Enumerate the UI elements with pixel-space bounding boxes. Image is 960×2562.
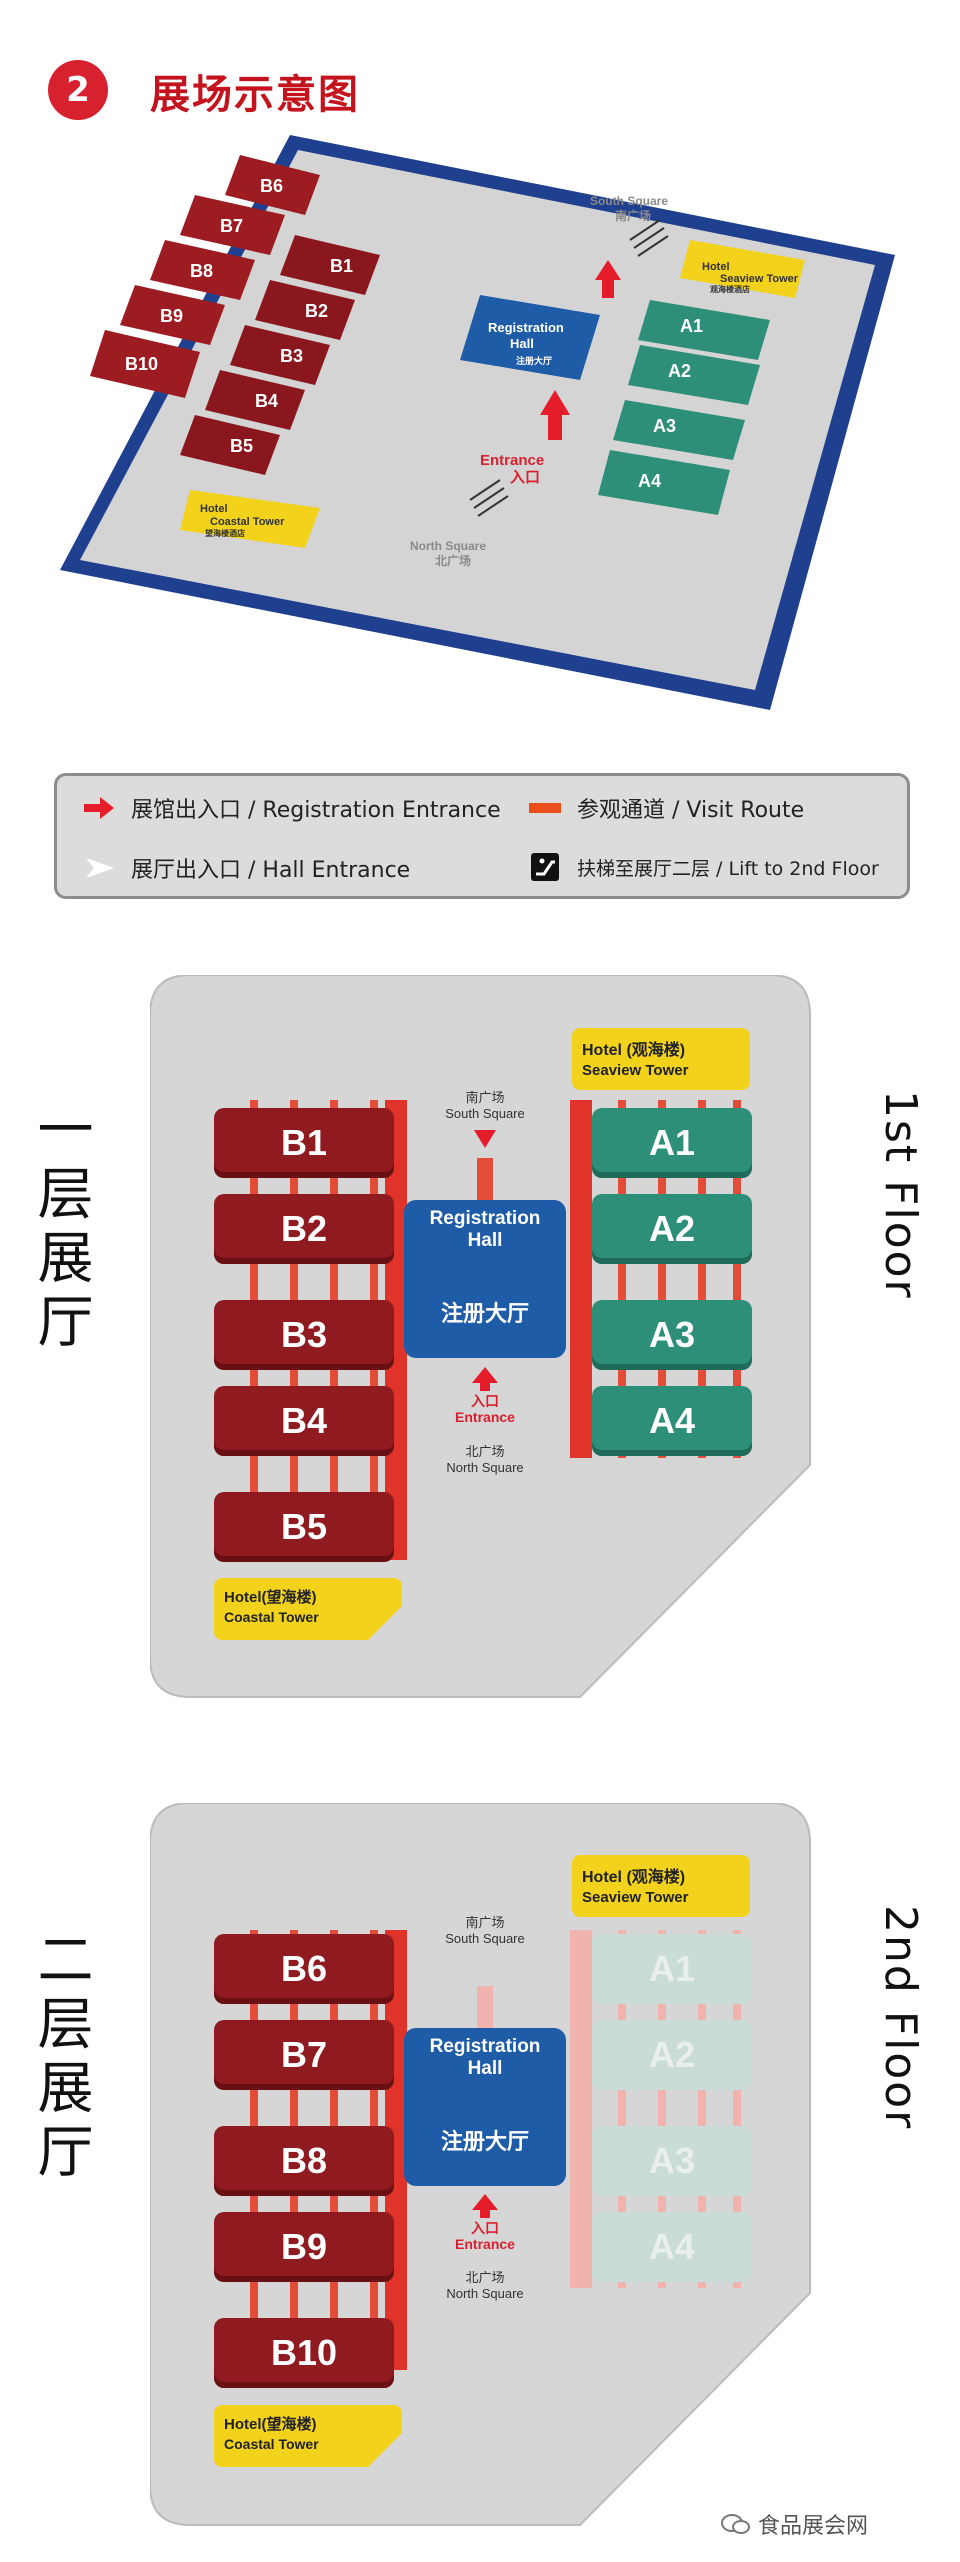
floor1-a-connectors bbox=[570, 1100, 741, 1458]
overview-label-b10: B10 bbox=[125, 354, 158, 374]
overview-north-square-cn: 北广场 bbox=[435, 553, 471, 568]
floor2-registration-hall[interactable]: Registration Hall 注册大厅 bbox=[404, 2028, 566, 2186]
floor1-hall-a1[interactable]: A1 bbox=[592, 1108, 752, 1178]
overview-label-a1: A1 bbox=[680, 316, 703, 336]
overview-entrance-arrow bbox=[540, 390, 570, 440]
floor1-hall-b3[interactable]: B3 bbox=[214, 1300, 394, 1370]
floor2-entrance-arrow-icon bbox=[472, 2194, 498, 2218]
overview-reg-line2: Hall bbox=[510, 336, 534, 351]
section-number-badge: 2 bbox=[48, 60, 108, 120]
overview-label-a4: A4 bbox=[638, 471, 661, 491]
floor2-side-label-en: 2nd Floor bbox=[875, 1905, 926, 2131]
overview-hotel-coastal-cn: 望海楼酒店 bbox=[205, 528, 245, 538]
floor2-south-path bbox=[477, 1986, 493, 2028]
overview-south-square-en: South Square bbox=[590, 194, 668, 208]
white-arrow-icon bbox=[81, 853, 117, 883]
overview-escalator-icons bbox=[469, 219, 669, 517]
chat-icon bbox=[721, 2514, 750, 2534]
overview-label-b3: B3 bbox=[280, 346, 303, 366]
floor1-hall-a2[interactable]: A2 bbox=[592, 1194, 752, 1264]
floor1-hall-b1[interactable]: B1 bbox=[214, 1108, 394, 1178]
overview-hotel-coastal-line2: Coastal Tower bbox=[210, 516, 285, 528]
overview-north-square-en: North Square bbox=[410, 539, 486, 553]
floor2-hall-a3: A3 bbox=[592, 2126, 752, 2196]
floor1-south-path bbox=[477, 1158, 493, 1200]
overview-south-square-cn: 南广场 bbox=[615, 208, 651, 223]
overview-registration-hall bbox=[460, 295, 600, 380]
floor2-a-connectors bbox=[570, 1930, 741, 2288]
overview-b-halls-front bbox=[180, 235, 380, 475]
overview-hotel-seaview-line2: Seaview Tower bbox=[720, 273, 799, 285]
floor2-hall-a2: A2 bbox=[592, 2020, 752, 2090]
overview-reg-line1: Registration bbox=[488, 320, 564, 335]
floor2-hotel-coastal: Hotel(望海楼) Coastal Tower bbox=[214, 2405, 402, 2467]
overview-label-b9: B9 bbox=[160, 306, 183, 326]
legend: 展馆出入口 / Registration Entrance 参观通道 / Vis… bbox=[54, 773, 910, 899]
overview-label-b6: B6 bbox=[260, 176, 283, 196]
floor2-hall-a4: A4 bbox=[592, 2212, 752, 2282]
floor2-hall-b8[interactable]: B8 bbox=[214, 2126, 394, 2196]
floor1-hall-a4[interactable]: A4 bbox=[592, 1386, 752, 1456]
overview-hotel-seaview bbox=[680, 240, 805, 298]
floor2-hotel-seaview: Hotel (观海楼) Seaview Tower bbox=[572, 1855, 750, 1917]
overview-label-b4: B4 bbox=[255, 391, 278, 411]
overview-label-b5: B5 bbox=[230, 436, 253, 456]
floor1-reg-line2: Hall bbox=[467, 1230, 503, 1251]
floor1-south-arrow-icon bbox=[474, 1130, 496, 1148]
overview-map: B6 B7 B8 B9 B10 B1 B2 B3 B4 B5 A1 A2 A3 … bbox=[60, 135, 895, 710]
floor2-hall-b7[interactable]: B7 bbox=[214, 2020, 394, 2090]
overview-entrance-cn: 入口 bbox=[510, 469, 540, 486]
overview-label-a2: A2 bbox=[668, 361, 691, 381]
watermark: 食品展会网 bbox=[720, 2508, 868, 2540]
page-title: 展场示意图 bbox=[150, 72, 360, 118]
floor1-entrance-arrow-icon bbox=[472, 1367, 498, 1391]
legend-hall-entrance: 展厅出入口 / Hall Entrance bbox=[81, 852, 410, 884]
overview-hotel-seaview-cn: 观海楼酒店 bbox=[710, 284, 750, 294]
overview-entrance-arrow-top bbox=[595, 260, 621, 298]
floor1-hall-b2[interactable]: B2 bbox=[214, 1194, 394, 1264]
floor2-reg-cn: 注册大厅 bbox=[440, 2129, 529, 2154]
overview-label-b7: B7 bbox=[220, 216, 243, 236]
red-arrow-icon bbox=[81, 793, 117, 823]
floor2-reg-line2: Hall bbox=[467, 2058, 503, 2079]
overview-hotel-coastal-line1: Hotel bbox=[200, 503, 228, 515]
floor2-reg-line1: Registration bbox=[429, 2036, 541, 2057]
floor1-hotel-coastal: Hotel(望海楼) Coastal Tower bbox=[214, 1578, 402, 1640]
floor1-reg-line1: Registration bbox=[429, 1208, 541, 1229]
floor2-hall-a1: A1 bbox=[592, 1934, 752, 2004]
overview-hotel-seaview-line1: Hotel bbox=[702, 261, 730, 273]
floor1-hall-a3[interactable]: A3 bbox=[592, 1300, 752, 1370]
floor2-side-label-cn: 二层展厅 bbox=[28, 1930, 93, 2186]
overview-label-b1: B1 bbox=[330, 256, 353, 276]
overview-a-halls bbox=[598, 300, 770, 515]
floor2-hall-b10[interactable]: B10 bbox=[214, 2318, 394, 2388]
floor1-hall-b4[interactable]: B4 bbox=[214, 1386, 394, 1456]
escalator-icon bbox=[527, 852, 563, 882]
floor1-side-label-cn: 一层展厅 bbox=[28, 1100, 93, 1356]
overview-label-b2: B2 bbox=[305, 301, 328, 321]
overview-label-b8: B8 bbox=[190, 261, 213, 281]
legend-registration-entrance: 展馆出入口 / Registration Entrance bbox=[81, 792, 501, 824]
overview-b-halls-back bbox=[90, 155, 320, 398]
legend-lift: 扶梯至展厅二层 / Lift to 2nd Floor bbox=[527, 852, 879, 882]
floor2-hall-b6[interactable]: B6 bbox=[214, 1934, 394, 2004]
legend-visit-route: 参观通道 / Visit Route bbox=[527, 792, 804, 824]
route-bar-icon bbox=[527, 793, 563, 823]
floor2-hall-b9[interactable]: B9 bbox=[214, 2212, 394, 2282]
overview-label-a3: A3 bbox=[653, 416, 676, 436]
overview-hotel-coastal bbox=[180, 490, 320, 548]
overview-entrance-en: Entrance bbox=[480, 452, 544, 469]
floor1-hall-b5[interactable]: B5 bbox=[214, 1492, 394, 1562]
floor1-side-label-en: 1st Floor bbox=[875, 1090, 926, 1300]
floor1-hotel-seaview: Hotel (观海楼) Seaview Tower bbox=[572, 1028, 750, 1090]
floor1-reg-cn: 注册大厅 bbox=[440, 1301, 529, 1326]
overview-reg-cn: 注册大厅 bbox=[516, 355, 552, 366]
floor1-registration-hall[interactable]: Registration Hall 注册大厅 bbox=[404, 1200, 566, 1358]
